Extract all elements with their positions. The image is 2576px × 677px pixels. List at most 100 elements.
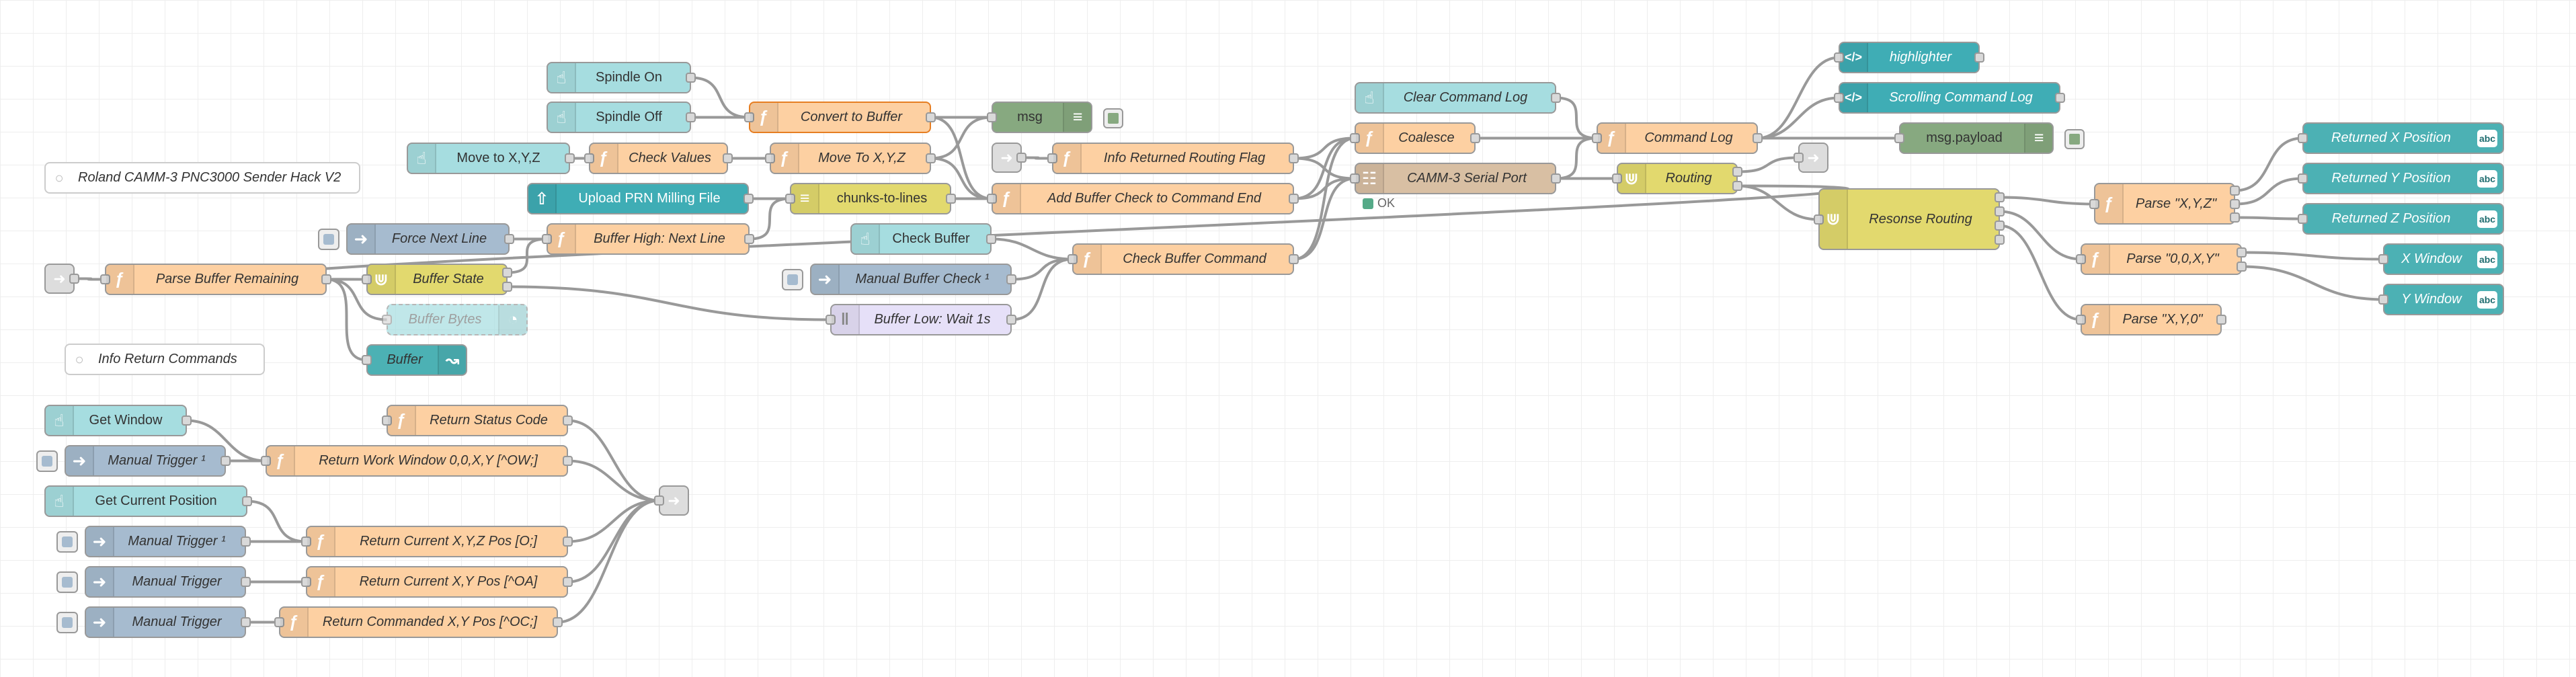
link-out-node[interactable]: ➜ (654, 485, 689, 516)
force-next-line-inject-node[interactable]: ➜ Force Next Line (318, 223, 514, 255)
link-in-node[interactable]: ➜ (44, 264, 79, 294)
manual-trigger-inject-node[interactable]: ➜ Manual Trigger (56, 606, 251, 638)
flow-wire[interactable] (2235, 177, 2303, 206)
routing-switch-node[interactable]: ⋓ Routing (1612, 163, 1742, 194)
output-port-1[interactable] (1995, 192, 2005, 202)
inject-trigger-button[interactable] (56, 571, 78, 593)
flow-wire[interactable] (1011, 257, 1073, 321)
debug-toggle-button[interactable] (2064, 129, 2085, 149)
flow-wire[interactable] (1556, 96, 1597, 140)
link-out-node[interactable]: ➜ (1794, 143, 1828, 173)
flow-wire[interactable] (749, 197, 791, 241)
return-current-xy-pos-node[interactable]: ƒ Return Current X,Y Pos [^OA] (301, 566, 573, 598)
check-buffer-command-node[interactable]: ƒ Check Buffer Command (1068, 243, 1299, 275)
manual-trigger-inject-node[interactable]: ➜ Manual Trigger (56, 566, 251, 598)
upload-prn-file-node[interactable]: ⇧ Upload PRN Milling File (527, 183, 754, 214)
flow-wire[interactable] (326, 278, 367, 362)
output-port[interactable] (241, 577, 251, 587)
output-port[interactable] (2216, 315, 2226, 325)
output-port[interactable] (1551, 93, 1561, 103)
output-port[interactable] (686, 73, 696, 83)
flow-wire[interactable] (1293, 177, 1355, 200)
output-port[interactable] (1289, 254, 1299, 264)
response-routing-switch-node[interactable]: ⋓ Resonse Routing (1814, 188, 2005, 250)
parse-xy0-function-node[interactable]: ƒ Parse "X,Y,0" (2076, 304, 2226, 335)
flow-wire[interactable] (2241, 251, 2384, 261)
input-port[interactable] (1794, 153, 1804, 163)
flow-wire[interactable] (567, 459, 659, 502)
output-port[interactable] (926, 153, 936, 163)
flow-wire[interactable] (1293, 136, 1355, 261)
output-port-2[interactable] (1995, 206, 2005, 216)
flow-wire[interactable] (1737, 184, 1819, 221)
output-port[interactable] (69, 274, 79, 284)
output-port[interactable] (2055, 93, 2065, 103)
buffer-chart-node[interactable]: Buffer ↝ (362, 344, 467, 376)
output-port[interactable] (563, 415, 573, 426)
input-port[interactable] (2378, 294, 2388, 305)
output-port[interactable] (220, 456, 231, 466)
input-port[interactable] (2298, 173, 2308, 184)
output-port[interactable] (1016, 153, 1027, 163)
parse-xyz-function-node[interactable]: ƒ Parse "X,Y,Z" (2089, 183, 2240, 225)
flow-comment-info-return[interactable]: ○ Info Return Commands (65, 344, 265, 375)
input-port[interactable] (382, 315, 392, 325)
flow-wire[interactable] (1999, 224, 2081, 321)
returned-x-position-text-node[interactable]: Returned X Position abc (2298, 122, 2504, 154)
flow-wire[interactable] (2235, 136, 2303, 192)
manual-buffer-check-inject-node[interactable]: ➜ Manual Buffer Check ¹ (782, 264, 1016, 295)
chunks-to-lines-node[interactable]: ≡ chunks-to-lines (785, 183, 956, 214)
x-window-text-node[interactable]: X Window abc (2378, 243, 2504, 275)
input-port[interactable] (2298, 133, 2308, 143)
output-port[interactable] (1974, 52, 1984, 63)
flow-wire[interactable] (567, 499, 659, 543)
output-port[interactable] (723, 153, 733, 163)
return-status-code-node[interactable]: ƒ Return Status Code (382, 405, 573, 436)
msg-debug-node[interactable]: msg ≡ (987, 102, 1123, 133)
flow-wire[interactable] (1757, 96, 1839, 140)
flow-wire[interactable] (557, 499, 659, 624)
output-port[interactable] (1006, 274, 1016, 284)
flow-wire[interactable] (1556, 136, 1597, 180)
input-port[interactable] (2298, 214, 2308, 224)
output-port[interactable] (553, 617, 563, 627)
flow-wire[interactable] (1293, 157, 1355, 180)
output-port[interactable] (1470, 133, 1480, 143)
move-to-xyz-button-node[interactable]: ☝ Move to X,Y,Z (407, 143, 575, 174)
output-port[interactable] (563, 456, 573, 466)
manual-trigger-inject-node[interactable]: ➜ Manual Trigger ¹ (36, 445, 231, 477)
flow-wire[interactable] (1293, 136, 1355, 200)
output-port-3[interactable] (2230, 212, 2240, 223)
input-port[interactable] (2378, 254, 2388, 264)
output-port-2[interactable] (2237, 262, 2247, 272)
output-port-4[interactable] (1995, 235, 2005, 245)
output-port-1[interactable] (1732, 167, 1742, 177)
output-port[interactable] (1753, 133, 1763, 143)
output-port[interactable] (743, 194, 754, 204)
input-port[interactable] (987, 112, 997, 122)
flow-wire[interactable] (690, 76, 750, 119)
flow-wire[interactable] (991, 237, 1073, 261)
flow-wire[interactable] (930, 116, 992, 160)
convert-to-buffer-function-node[interactable]: ƒ Convert to Buffer (744, 102, 936, 133)
output-port-1[interactable] (2237, 247, 2247, 257)
buffer-state-switch-node[interactable]: ⋓ Buffer State (362, 264, 512, 295)
input-port[interactable] (362, 355, 372, 365)
output-port[interactable] (1289, 194, 1299, 204)
inject-trigger-button[interactable] (782, 269, 803, 290)
camm3-serial-port-node[interactable]: ☷ CAMM-3 Serial Port (1350, 163, 1561, 194)
output-port-1[interactable] (2230, 186, 2240, 196)
flow-wire[interactable] (1293, 177, 1355, 261)
output-port[interactable] (986, 234, 996, 244)
parse-buffer-remaining-node[interactable]: ƒ Parse Buffer Remaining (100, 264, 331, 295)
buffer-low-wait-delay-node[interactable]: ‖ Buffer Low: Wait 1s (826, 304, 1016, 335)
parse-00xy-function-node[interactable]: ƒ Parse "0,0,X,Y" (2076, 243, 2247, 275)
flow-comment-title[interactable]: ○ Roland CAMM-3 PNC3000 Sender Hack V2 (44, 162, 360, 194)
output-port[interactable] (321, 274, 331, 284)
add-buffer-check-node[interactable]: ƒ Add Buffer Check to Command End (987, 183, 1299, 214)
returned-y-position-text-node[interactable]: Returned Y Position abc (2298, 163, 2504, 194)
scrolling-command-log-template-node[interactable]: </> Scrolling Command Log (1834, 82, 2065, 114)
check-buffer-button-node[interactable]: ☝ Check Buffer (850, 223, 996, 255)
manual-trigger-inject-node[interactable]: ➜ Manual Trigger ¹ (56, 526, 251, 557)
flow-wire[interactable] (1737, 156, 1799, 173)
